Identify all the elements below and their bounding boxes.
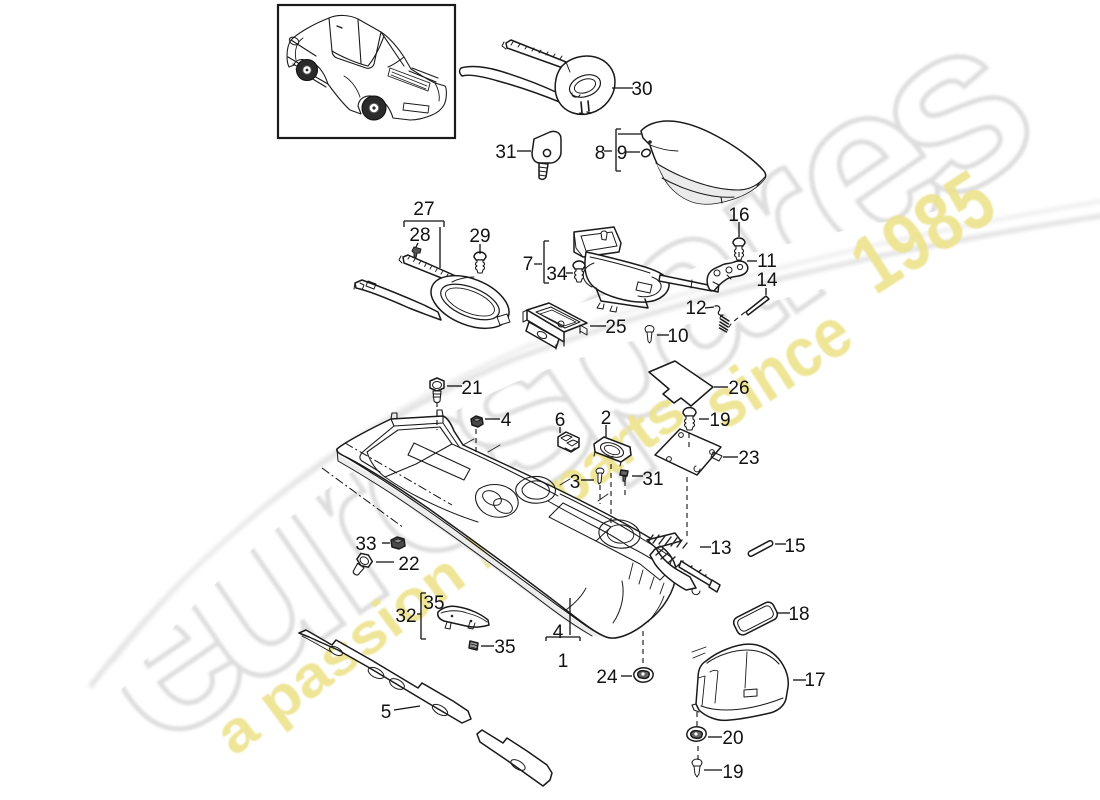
svg-text:11: 11 [757,251,777,272]
svg-text:9: 9 [617,143,628,164]
svg-text:26: 26 [728,378,749,399]
svg-text:22: 22 [398,554,419,575]
svg-text:13: 13 [710,538,731,559]
svg-text:28: 28 [409,225,430,246]
svg-text:21: 21 [461,378,482,399]
svg-text:14: 14 [756,270,778,291]
svg-text:30: 30 [631,79,652,100]
svg-text:23: 23 [738,448,759,469]
svg-text:10: 10 [667,326,688,347]
svg-text:8: 8 [595,143,606,164]
svg-text:31: 31 [495,142,516,163]
svg-text:18: 18 [788,604,809,625]
svg-text:1: 1 [558,651,569,672]
svg-text:33: 33 [355,534,376,555]
svg-text:31: 31 [642,469,663,490]
svg-text:3: 3 [570,472,581,493]
svg-text:27: 27 [413,199,434,220]
svg-text:4: 4 [501,410,512,431]
svg-text:29: 29 [469,226,490,247]
svg-text:35: 35 [494,637,515,658]
svg-text:6: 6 [555,410,566,431]
svg-text:17: 17 [804,670,825,691]
svg-text:5: 5 [381,702,392,723]
svg-text:19: 19 [709,410,730,431]
svg-text:12: 12 [685,298,706,319]
svg-text:7: 7 [523,254,534,275]
svg-text:25: 25 [605,317,626,338]
svg-text:24: 24 [596,667,618,688]
svg-text:32: 32 [395,606,416,627]
svg-text:2: 2 [601,408,612,429]
svg-text:34: 34 [546,264,568,285]
svg-text:4: 4 [553,622,564,643]
svg-text:20: 20 [722,728,743,749]
svg-text:16: 16 [728,205,749,226]
svg-text:19: 19 [722,762,743,783]
svg-text:35: 35 [423,593,444,614]
svg-text:15: 15 [784,536,805,557]
